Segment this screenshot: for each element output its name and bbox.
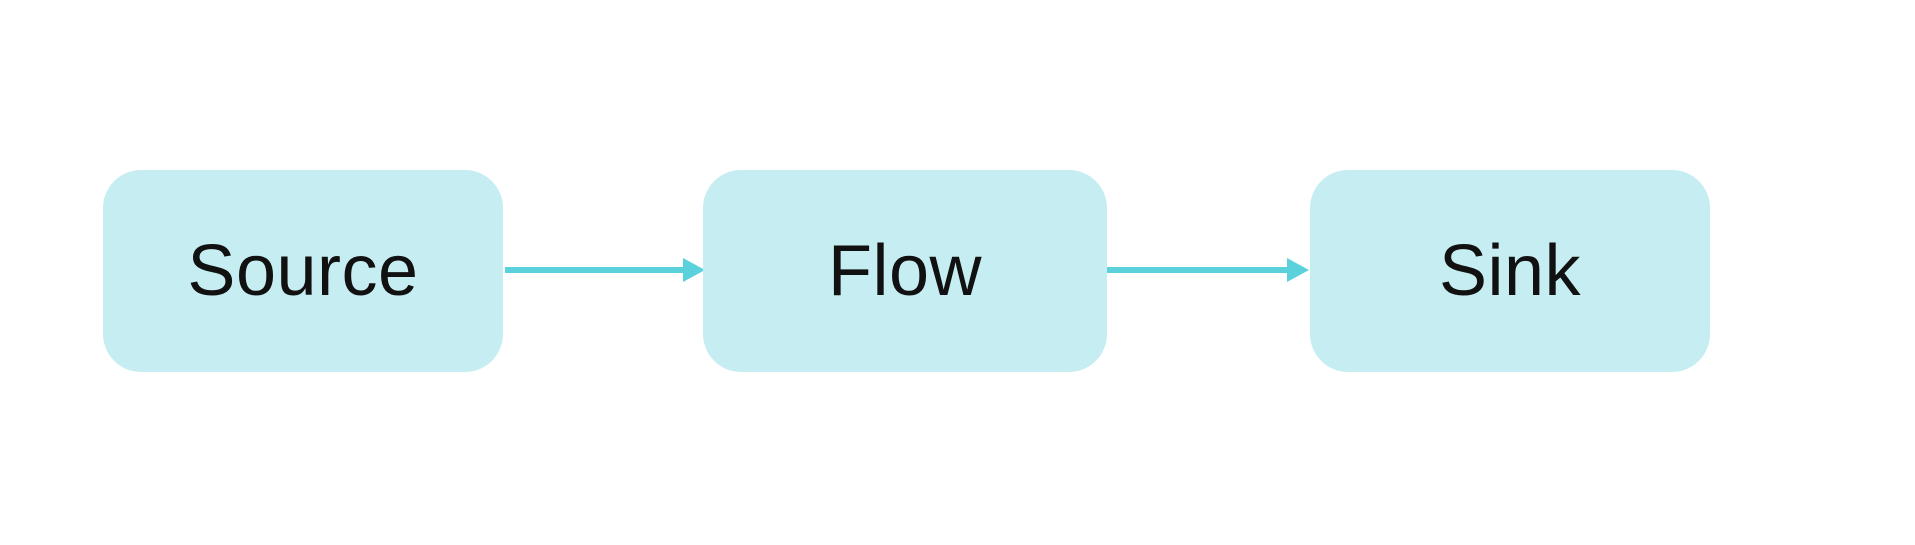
connector-line (505, 267, 683, 273)
node-sink-label: Sink (1438, 231, 1582, 311)
arrowhead-icon (1287, 258, 1309, 282)
connector-flow-sink[interactable] (1107, 258, 1309, 282)
connector-source-flow[interactable] (505, 258, 705, 282)
connector-line (1107, 267, 1287, 273)
arrowhead-icon (683, 258, 705, 282)
node-flow-label: Flow (827, 231, 982, 311)
node-flow[interactable]: Flow (703, 170, 1107, 372)
node-source[interactable]: Source (103, 170, 503, 372)
node-source-label: Source (187, 231, 419, 311)
node-sink[interactable]: Sink (1310, 170, 1710, 372)
